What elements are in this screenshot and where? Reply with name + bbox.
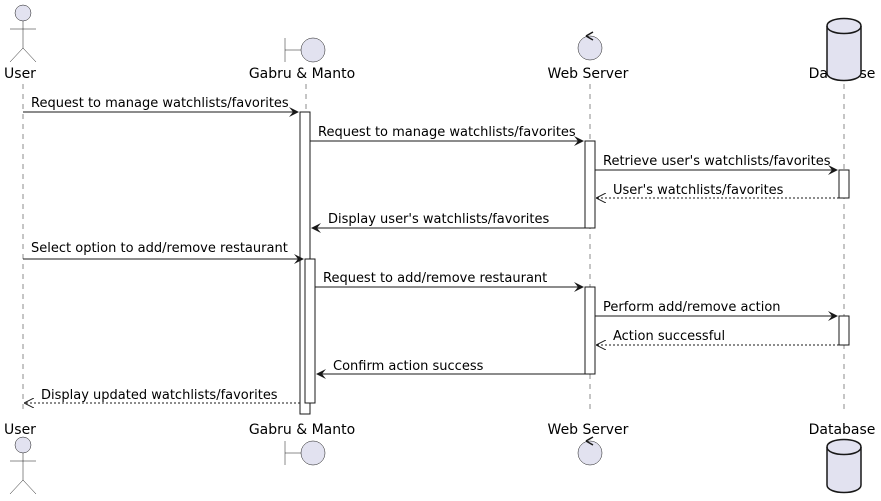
activations [299,111,850,415]
message-3-label: Retrieve user's watchlists/favorites [603,154,831,169]
message-6: Select option to add/remove restaurant [23,241,304,264]
boundary-icon [284,440,326,466]
activation-gabru-2 [304,258,316,404]
actor-icon [9,4,37,63]
message-9-label: Action successful [613,329,725,344]
message-5-label: Display user's watchlists/favorites [328,212,549,227]
control-icon [577,436,603,466]
message-3: Retrieve user's watchlists/favorites [595,154,838,175]
message-11: Display updated watchlists/favorites [25,388,300,403]
participant-gabru-label-top: Gabru & Manto [249,66,355,82]
boundary-icon [284,37,326,63]
message-5: Display user's watchlists/favorites [311,212,585,233]
control-icon [577,31,603,61]
activation-db-1 [838,169,850,199]
database-icon [826,438,862,494]
message-2: Request to manage watchlists/favorites [310,125,584,146]
message-8: Perform add/remove action [595,300,838,321]
participant-user-label-top: User [4,66,36,82]
participant-db-label-bottom: Database [809,422,876,438]
message-6-label: Select option to add/remove restaurant [31,241,288,256]
participant-web-label-top: Web Server [548,66,629,82]
message-4: User's watchlists/favorites [597,183,839,198]
participant-user-label-bottom: User [4,422,36,438]
message-1-label: Request to manage watchlists/favorites [31,96,289,111]
message-1: Request to manage watchlists/favorites [23,96,299,117]
participant-labels: User Gabru & Manto Web Server Database U… [4,66,875,438]
message-4-label: User's watchlists/favorites [613,183,784,198]
message-10: Confirm action success [316,359,585,379]
participant-shapes-bottom [9,436,862,495]
database-icon [826,17,862,82]
participant-shapes-top [9,4,862,82]
activation-db-2 [838,315,850,346]
message-9: Action successful [597,329,839,345]
message-7-label: Request to add/remove restaurant [323,271,547,286]
participant-gabru-label-bottom: Gabru & Manto [249,422,355,438]
activation-web-2 [584,286,596,375]
message-8-label: Perform add/remove action [603,300,781,315]
actor-icon [9,436,37,495]
activation-web-1 [584,140,596,229]
message-2-label: Request to manage watchlists/favorites [318,125,576,140]
message-11-label: Display updated watchlists/favorites [41,388,278,403]
message-10-label: Confirm action success [333,359,484,374]
participant-web-label-bottom: Web Server [548,422,629,438]
message-7: Request to add/remove restaurant [315,271,584,292]
messages: Request to manage watchlists/favorites R… [23,96,839,403]
